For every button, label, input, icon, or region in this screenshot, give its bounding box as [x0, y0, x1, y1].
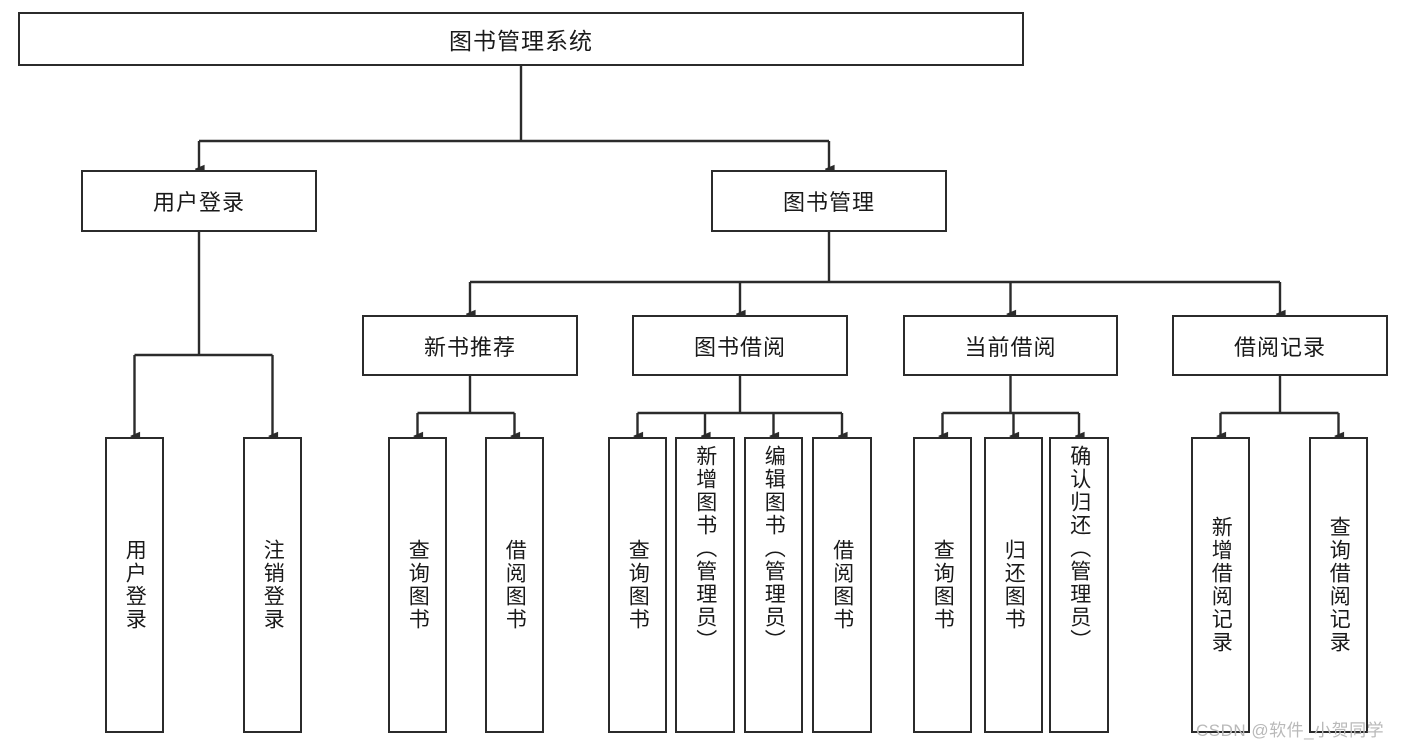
node-label: 新书推荐	[423, 334, 516, 360]
node-leaf-query-record[interactable]: 查询借阅记录	[1309, 437, 1368, 733]
node-label-vertical: 查询图书	[931, 539, 955, 631]
node-leaf-query-book-borrow[interactable]: 查询图书	[608, 437, 667, 733]
node-label-vertical: 借阅图书	[503, 539, 527, 631]
node-label-vertical: 注销登录	[261, 539, 285, 631]
node-book-borrow[interactable]: 图书借阅	[632, 315, 848, 376]
node-label-vertical: 查询借阅记录	[1327, 516, 1351, 654]
node-label: 图书借阅	[693, 334, 786, 360]
node-leaf-borrow-book-rec[interactable]: 借阅图书	[485, 437, 544, 733]
node-label: 图书管理系统	[449, 28, 593, 54]
node-label: 图书管理	[782, 190, 875, 215]
node-label: 用户登录	[152, 190, 245, 215]
node-label-vertical: 借阅图书	[830, 539, 854, 631]
node-root[interactable]: 图书管理系统	[18, 12, 1024, 66]
node-leaf-confirm-return[interactable]: 确认归还（管理员）	[1049, 437, 1109, 733]
node-user-login[interactable]: 用户登录	[81, 170, 317, 232]
node-leaf-return-book[interactable]: 归还图书	[984, 437, 1043, 733]
node-label-vertical: 用户登录	[123, 539, 147, 631]
node-label-vertical: 查询图书	[626, 539, 650, 631]
node-label-vertical: 归还图书	[1002, 539, 1026, 631]
node-leaf-query-book-rec[interactable]: 查询图书	[388, 437, 447, 733]
node-leaf-query-book-current[interactable]: 查询图书	[913, 437, 972, 733]
node-leaf-edit-book[interactable]: 编辑图书（管理员）	[744, 437, 803, 733]
node-leaf-borrow-book[interactable]: 借阅图书	[812, 437, 872, 733]
node-leaf-user-login[interactable]: 用户登录	[105, 437, 164, 733]
node-current-borrow[interactable]: 当前借阅	[903, 315, 1118, 376]
node-label-vertical: 查询图书	[406, 539, 430, 631]
node-label-vertical: 新增图书（管理员）	[693, 445, 717, 652]
node-leaf-add-book[interactable]: 新增图书（管理员）	[675, 437, 735, 733]
node-label: 当前借阅	[964, 334, 1057, 360]
node-label-vertical: 编辑图书（管理员）	[762, 445, 786, 652]
watermark-text: CSDN @软件_小贺同学	[1196, 721, 1385, 740]
connector-paths	[135, 66, 1339, 436]
node-new-book-rec[interactable]: 新书推荐	[362, 315, 578, 376]
node-label-vertical: 新增借阅记录	[1209, 516, 1233, 654]
node-label-vertical: 确认归还（管理员）	[1067, 445, 1091, 652]
node-book-manage[interactable]: 图书管理	[711, 170, 947, 232]
node-label: 借阅记录	[1233, 334, 1326, 360]
node-leaf-user-logout[interactable]: 注销登录	[243, 437, 302, 733]
node-borrow-record[interactable]: 借阅记录	[1172, 315, 1388, 376]
node-leaf-add-record[interactable]: 新增借阅记录	[1191, 437, 1250, 733]
